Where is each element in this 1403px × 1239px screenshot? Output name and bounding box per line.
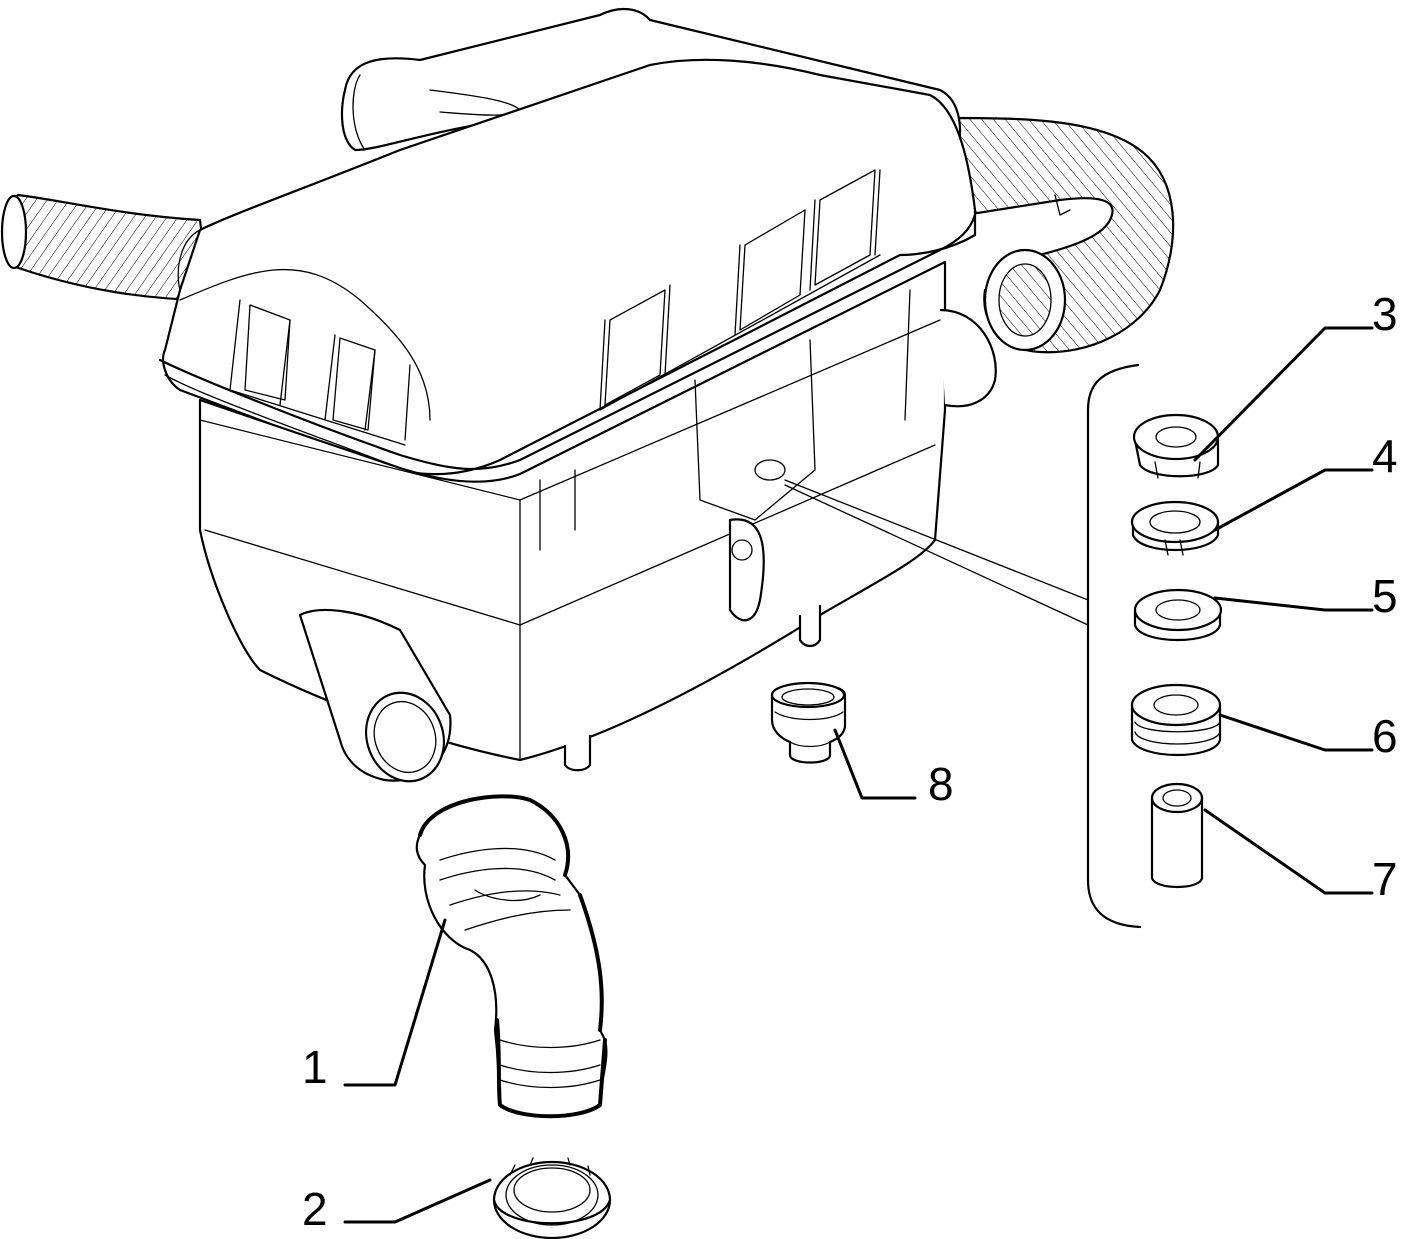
- group-bracket: [1086, 363, 1142, 929]
- leader-7: [1203, 808, 1374, 895]
- part-7-spacer-tube: [1150, 782, 1204, 888]
- callout-7: 7: [1372, 853, 1398, 905]
- leader-5: [1213, 596, 1374, 612]
- leader-1: [343, 918, 447, 1087]
- right-corrugated-hose: [953, 116, 1175, 354]
- leader-8: [833, 728, 917, 800]
- callout-1: 1: [302, 1041, 328, 1093]
- callout-2: 2: [302, 1183, 328, 1235]
- callout-6: 6: [1372, 710, 1398, 762]
- leader-mount-to-housing: [784, 479, 1089, 626]
- part-3-nut: [1132, 413, 1220, 479]
- leader-3: [1193, 326, 1374, 462]
- callout-3: 3: [1372, 288, 1398, 340]
- callout-labels: 1 2 3 4 5 6 7 8: [302, 288, 1398, 1235]
- leader-lines: [343, 326, 1374, 1224]
- part-5-flat-washer: [1133, 588, 1223, 641]
- leader-4: [1213, 468, 1374, 532]
- part-4-split-washer: [1130, 500, 1220, 556]
- callout-4: 4: [1372, 430, 1398, 482]
- air-filter-housing: [158, 7, 997, 783]
- left-corrugated-hose: [0, 193, 212, 302]
- part-2-clamp-ring: [492, 1157, 612, 1239]
- part-6-rubber-bush: [1130, 683, 1222, 756]
- callout-8: 8: [928, 758, 954, 810]
- leader-2: [343, 1178, 492, 1224]
- part-1-elbow-pipe: [415, 794, 608, 1119]
- leader-6: [1218, 713, 1374, 752]
- callout-5: 5: [1372, 570, 1398, 622]
- part-8-grommet: [770, 681, 847, 764]
